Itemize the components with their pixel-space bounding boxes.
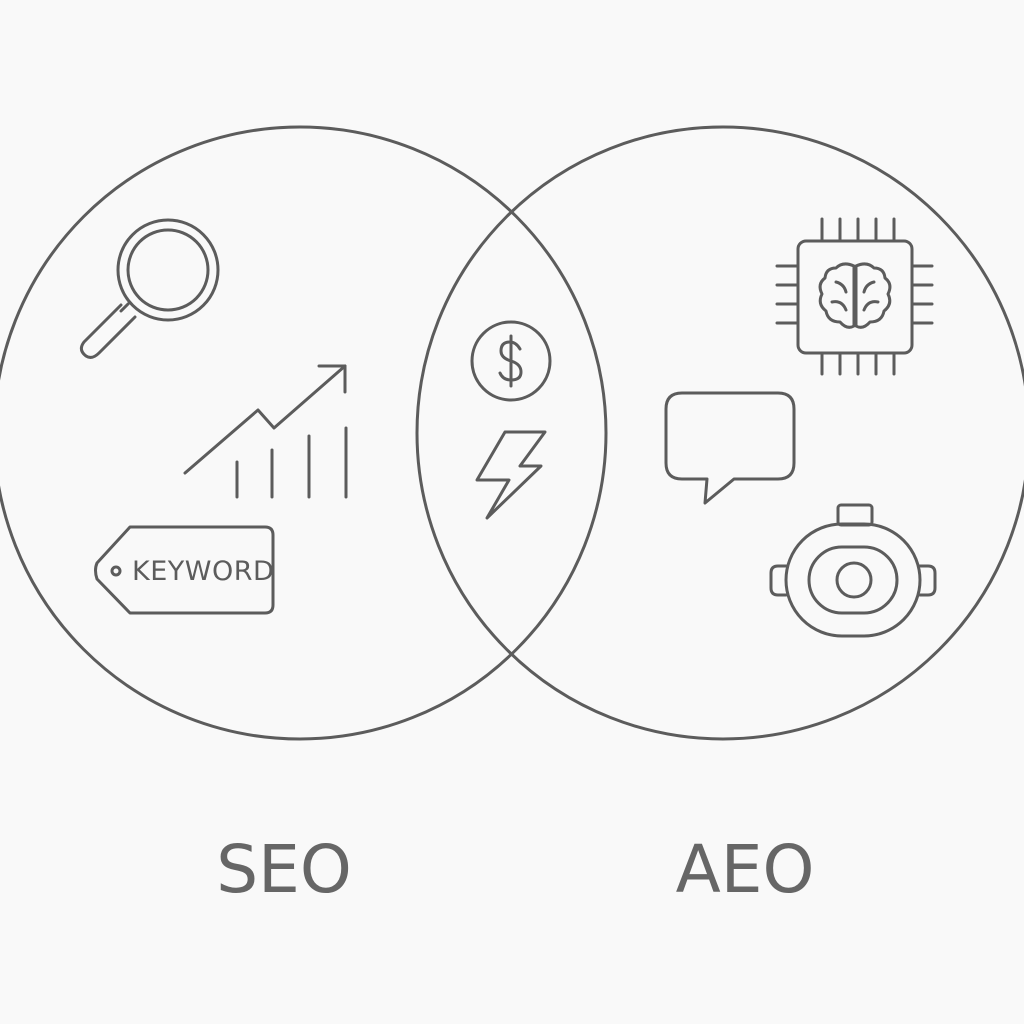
lightning-bolt-icon (475, 430, 547, 520)
magnifying-glass-icon (79, 218, 220, 359)
aeo-label: AEO (675, 831, 815, 908)
chat-bubble-icon (664, 391, 796, 505)
robot-head-icon (769, 503, 937, 638)
seo-circle (0, 125, 608, 741)
ai-chip-brain-icon (775, 217, 934, 376)
trending-chart-icon (183, 364, 348, 499)
seo-label: SEO (216, 831, 352, 908)
aeo-circle (415, 125, 1024, 741)
keyword-tag-icon: KEYWORD (94, 525, 275, 615)
keyword-tag-text: KEYWORD (132, 556, 274, 587)
dollar-coin-icon (470, 320, 552, 402)
